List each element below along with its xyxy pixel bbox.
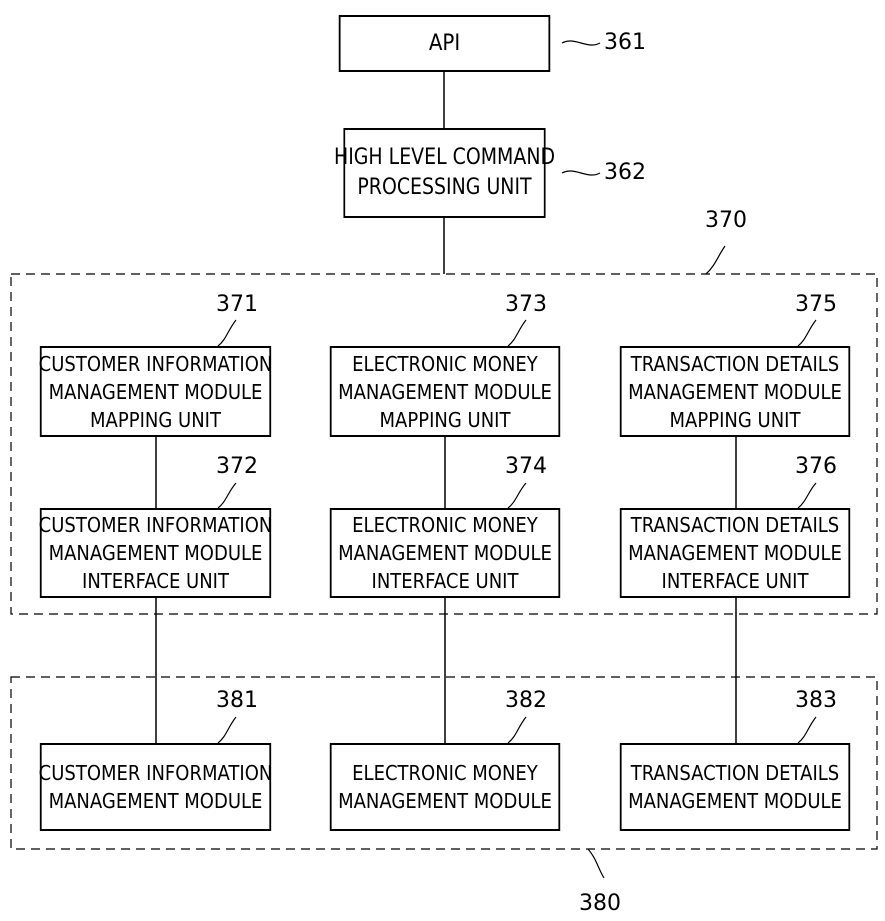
box-line: CUSTOMER INFORMATION [38, 761, 273, 785]
ref-370: 370 [705, 208, 747, 233]
transaction-details-mapping-unit-box: TRANSACTION DETAILS MANAGEMENT MODULE MA… [619, 346, 851, 437]
box-line: MANAGEMENT MODULE [338, 541, 552, 565]
box-line: TRANSACTION DETAILS [630, 761, 840, 785]
box-line: INTERFACE UNIT [371, 569, 519, 593]
electronic-money-mapping-unit-box: ELECTRONIC MONEY MANAGEMENT MODULE MAPPI… [329, 346, 561, 437]
api-box: API [338, 15, 551, 72]
transaction-details-interface-unit-box: TRANSACTION DETAILS MANAGEMENT MODULE IN… [619, 508, 851, 598]
box-line: MAPPING UNIT [379, 407, 511, 432]
box-line: MANAGEMENT MODULE [48, 541, 263, 565]
leader-375 [797, 319, 817, 347]
box-line: CUSTOMER INFORMATION [38, 351, 273, 376]
ref-361: 361 [604, 30, 646, 55]
ref-371: 371 [216, 292, 258, 317]
electronic-money-management-module-box: ELECTRONIC MONEY MANAGEMENT MODULE [329, 743, 561, 831]
group-370-frame [10, 273, 878, 615]
leader-372 [217, 482, 237, 509]
box-line: ELECTRONIC MONEY [352, 513, 538, 537]
leader-371 [217, 319, 237, 347]
box-line: MANAGEMENT MODULE [48, 789, 263, 813]
ref-375: 375 [795, 292, 837, 317]
box-line: INTERFACE UNIT [661, 569, 809, 593]
customer-information-mapping-unit-box: CUSTOMER INFORMATION MANAGEMENT MODULE M… [38, 346, 273, 437]
ref-362: 362 [604, 160, 646, 185]
group-380-frame [10, 676, 878, 850]
box-line: TRANSACTION DETAILS [630, 513, 840, 537]
electronic-money-interface-unit-box: ELECTRONIC MONEY MANAGEMENT MODULE INTER… [329, 508, 561, 598]
box-line: TRANSACTION DETAILS [630, 351, 840, 376]
box-line: INTERFACE UNIT [82, 569, 229, 593]
box-line: ELECTRONIC MONEY [352, 761, 538, 785]
box-line: MAPPING UNIT [90, 407, 221, 432]
box-line: ELECTRONIC MONEY [352, 351, 538, 376]
box-line: MANAGEMENT MODULE [338, 379, 552, 404]
box-line: CUSTOMER INFORMATION [38, 513, 273, 537]
customer-information-management-module-box: CUSTOMER INFORMATION MANAGEMENT MODULE [38, 743, 273, 831]
leader-380 [587, 848, 605, 879]
ref-374: 374 [505, 454, 547, 479]
leader-382 [507, 716, 527, 744]
box-line: MAPPING UNIT [669, 407, 801, 432]
ref-372: 372 [216, 454, 258, 479]
ref-383: 383 [795, 688, 837, 713]
high-level-line-1: HIGH LEVEL COMMAND [333, 145, 556, 170]
leader-381 [217, 716, 237, 744]
ref-376: 376 [795, 454, 837, 479]
api-label: API [428, 30, 461, 56]
ref-381: 381 [216, 688, 258, 713]
box-line: MANAGEMENT MODULE [628, 541, 842, 565]
ref-382: 382 [505, 688, 547, 713]
leader-374 [507, 482, 527, 509]
leader-373 [507, 319, 527, 347]
high-level-command-processing-unit-box: HIGH LEVEL COMMAND PROCESSING UNIT [334, 128, 555, 218]
leader-362 [561, 170, 601, 176]
high-level-line-2: PROCESSING UNIT [357, 175, 532, 200]
box-line: MANAGEMENT MODULE [338, 789, 552, 813]
leader-376 [797, 482, 817, 509]
leader-370 [705, 245, 726, 275]
leader-361 [561, 40, 601, 46]
leader-383 [797, 716, 817, 744]
ref-380: 380 [579, 891, 621, 916]
box-line: MANAGEMENT MODULE [628, 789, 842, 813]
ref-373: 373 [505, 292, 547, 317]
box-line: MANAGEMENT MODULE [48, 379, 263, 404]
customer-information-interface-unit-box: CUSTOMER INFORMATION MANAGEMENT MODULE I… [38, 508, 273, 598]
transaction-details-management-module-box: TRANSACTION DETAILS MANAGEMENT MODULE [619, 743, 851, 831]
box-line: MANAGEMENT MODULE [628, 379, 842, 404]
